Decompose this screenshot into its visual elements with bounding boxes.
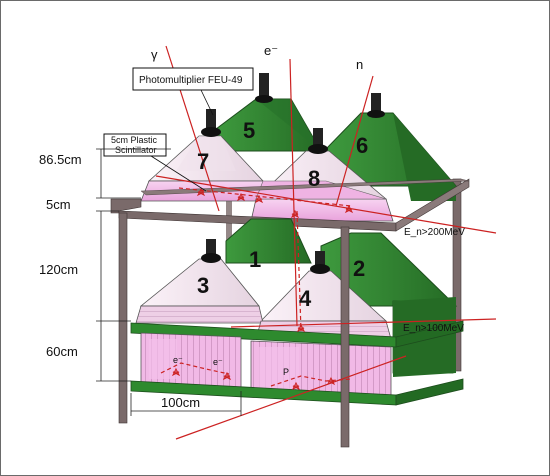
middle-shelf — [130, 320, 464, 348]
hit-markers — [171, 187, 354, 391]
photomultiplier-label: Photomultiplier FEU-49 — [139, 75, 243, 86]
neutron-label: n — [356, 57, 363, 72]
detector-number-6: 6 — [356, 133, 368, 158]
upper-tracks — [155, 175, 497, 234]
inner-label-e2: e⁻ — [213, 357, 223, 367]
photomultiplier-callout: Photomultiplier FEU-49 — [132, 67, 254, 116]
pmt-4 — [310, 251, 330, 274]
pyramid-1 — [225, 218, 312, 264]
pmt-8 — [308, 128, 328, 154]
detector-number-1: 1 — [249, 247, 261, 272]
frame-posts-front — [118, 212, 350, 448]
detector-number-7: 7 — [197, 149, 209, 174]
lower-block-3 — [140, 332, 242, 388]
pmt-6 — [367, 93, 385, 118]
pyramid-5 — [215, 98, 322, 152]
bottom-shelf — [130, 378, 464, 406]
detector-number-3: 3 — [197, 273, 209, 298]
electron-label: e⁻ — [264, 43, 278, 58]
scintillator-label-1: 5cm Plastic — [111, 135, 158, 145]
energy-lower-label: E_n>100MeV — [403, 323, 464, 334]
dimension-86-5cm: 86.5cm — [39, 152, 82, 167]
pmt-3 — [201, 239, 221, 263]
inner-label-p: P — [283, 367, 289, 377]
dimension-lines — [96, 148, 242, 416]
scintillator-callout: 5cm Plastic Scintillator — [103, 133, 207, 192]
dimension-100cm: 100cm — [161, 395, 200, 410]
pmt-7 — [201, 109, 221, 137]
upper-frame — [110, 178, 470, 232]
inner-label-e1: e⁻ — [173, 355, 183, 365]
detector-number-8: 8 — [308, 166, 320, 191]
detector-number-2: 2 — [353, 256, 365, 281]
dimension-5cm: 5cm — [46, 197, 71, 212]
energy-upper-label: E_n>200MeV — [404, 227, 465, 238]
dimension-60cm: 60cm — [46, 344, 78, 359]
detector-number-4: 4 — [299, 286, 312, 311]
upper-scintillator-plates — [140, 180, 394, 222]
scintillator-label-2: Scintillator — [115, 145, 157, 155]
pmt-5 — [255, 73, 273, 103]
gamma-label: γ — [151, 47, 158, 62]
dimension-120cm: 120cm — [39, 262, 78, 277]
lower-tracks — [160, 318, 497, 440]
detector-number-5: 5 — [243, 118, 255, 143]
